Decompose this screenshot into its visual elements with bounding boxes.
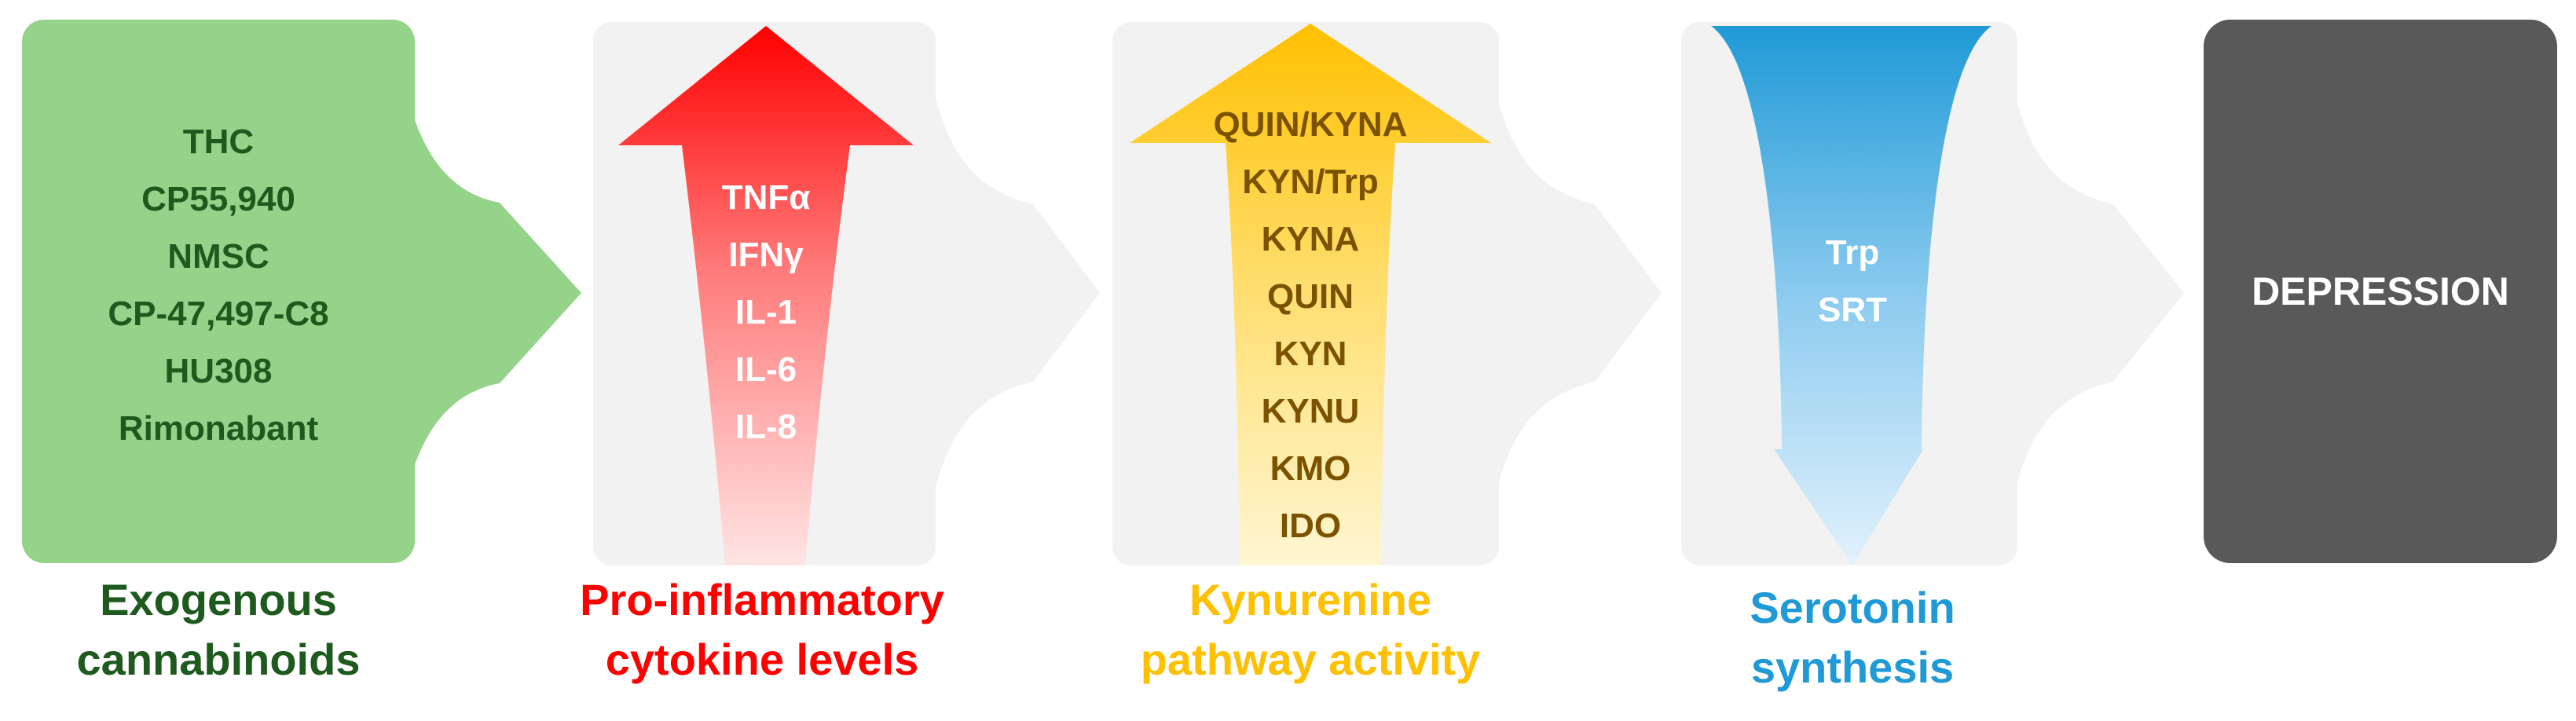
- kynurenine-item: KYN: [1273, 335, 1347, 373]
- caption-line: Pro-inflammatory: [580, 575, 944, 624]
- serotonin-caption: Serotonin synthesis: [1656, 578, 2049, 697]
- cannabinoids-caption: Exogenous cannabinoids: [22, 570, 415, 690]
- caption-line: Serotonin: [1750, 583, 1955, 632]
- depression-label: DEPRESSION: [2252, 269, 2509, 313]
- cannabinoid-item: HU308: [164, 352, 273, 390]
- kynurenine-item: KYNA: [1261, 220, 1360, 258]
- cytokine-item: IL-1: [735, 293, 797, 331]
- cytokine-box: [593, 22, 1100, 565]
- caption-line: synthesis: [1750, 642, 1955, 692]
- cytokine-list: TNFα IFNγ IL-1 IL-6 IL-8: [687, 169, 845, 456]
- kynurenine-item: QUIN/KYNA: [1213, 105, 1408, 144]
- kynurenine-item: KYN/Trp: [1242, 163, 1379, 201]
- serotonin-item: SRT: [1818, 291, 1887, 329]
- cannabinoids-shape: [22, 20, 581, 563]
- kynurenine-list: QUIN/KYNA KYN/Trp KYNA QUIN KYN KYNU KMO…: [1153, 96, 1468, 554]
- kynurenine-caption: Kynurenine pathway activity: [1075, 570, 1546, 690]
- serotonin-list: Trp SRT: [1774, 224, 1931, 339]
- cytokine-item: TNFα: [721, 178, 811, 217]
- kynurenine-box: [1112, 22, 1662, 565]
- cannabinoid-list: THC CP55,940 NMSC CP-47,497-C8 HU308 Rim…: [22, 113, 415, 457]
- kynurenine-item: KYNU: [1261, 392, 1360, 430]
- caption-line: pathway activity: [1140, 635, 1481, 684]
- cannabinoid-item: CP-47,497-C8: [108, 295, 329, 333]
- kynurenine-item: QUIN: [1267, 277, 1354, 316]
- cannabinoid-item: Rimonabant: [118, 409, 319, 448]
- cytokine-item: IL-8: [735, 408, 797, 446]
- cytokine-up-arrow: [618, 26, 914, 565]
- serotonin-item: Trp: [1825, 233, 1880, 272]
- depression-box: [2204, 20, 2557, 563]
- kynurenine-up-arrow: [1130, 24, 1491, 565]
- kynurenine-item: KMO: [1270, 449, 1351, 488]
- caption-line: Exogenous: [100, 575, 337, 624]
- caption-line: Kynurenine: [1189, 575, 1432, 624]
- cannabinoid-item: CP55,940: [141, 180, 295, 218]
- caption-line: cytokine levels: [605, 635, 919, 684]
- cannabinoid-item: THC: [182, 123, 255, 161]
- serotonin-box: [1681, 22, 2184, 565]
- cytokine-item: IL-6: [735, 350, 797, 389]
- cytokine-item: IFNγ: [728, 236, 804, 274]
- cytokines-caption: Pro-inflammatory cytokine levels: [534, 570, 990, 690]
- kynurenine-item: IDO: [1279, 507, 1342, 545]
- cannabinoid-item: NMSC: [167, 237, 269, 276]
- caption-line: cannabinoids: [76, 635, 361, 684]
